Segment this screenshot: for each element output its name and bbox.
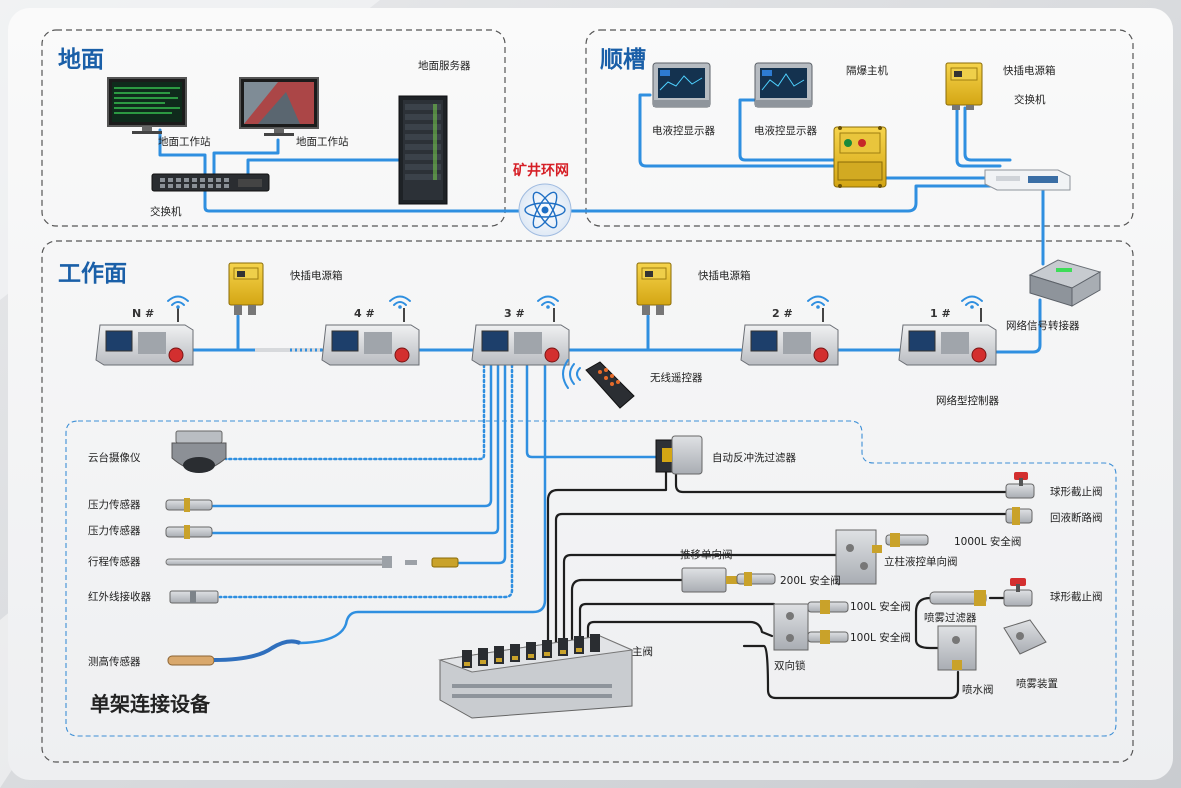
wifi-icon-4 — [389, 295, 411, 306]
safety-valve-100b-icon — [807, 630, 849, 644]
label-face-power1: 快插电源箱 — [290, 270, 343, 282]
wifi-icon-n — [167, 295, 189, 306]
label-push-valve: 推移单向阀 — [680, 549, 733, 561]
label-ground-ws1: 地面工作站 — [158, 136, 211, 148]
spray-device-icon — [1003, 619, 1047, 655]
label-safety-1000: 1000L 安全阀 — [954, 536, 1022, 548]
wifi-icon-1 — [961, 295, 983, 306]
label-face-power2: 快插电源箱 — [698, 270, 751, 282]
ground-frame — [41, 29, 506, 227]
pressure-sensor-icon-2 — [165, 525, 213, 539]
spray-filter-icon — [929, 590, 987, 606]
label-ground-server: 地面服务器 — [418, 60, 471, 72]
controller-icon-2 — [740, 308, 839, 366]
section-title-face: 工作面 — [58, 261, 127, 287]
label-safety-200: 200L 安全阀 — [780, 575, 841, 587]
mine-ring-network-label: 矿井环网 — [513, 163, 569, 179]
controller-number-4: 4 # — [354, 307, 375, 320]
display-icon-1 — [652, 62, 711, 108]
safety-valve-100a-icon — [807, 600, 849, 614]
return-valve-icon — [1005, 507, 1033, 525]
label-ground-ws2: 地面工作站 — [296, 136, 349, 148]
label-column-valve: 立柱液控单向阀 — [884, 556, 958, 568]
label-ir: 红外线接收器 — [88, 591, 151, 603]
atom-icon — [518, 183, 572, 237]
controller-icon-1 — [898, 308, 997, 366]
label-spray-valve: 喷水阀 — [962, 684, 994, 696]
label-face-remote: 无线遥控器 — [650, 372, 703, 384]
label-trough-host: 隔爆主机 — [846, 65, 888, 77]
label-pressure2: 压力传感器 — [88, 525, 141, 537]
power-box-icon-face-2 — [636, 262, 672, 315]
camera-icon — [171, 430, 227, 473]
spray-valve-icon — [937, 625, 977, 671]
section-title-ground: 地面 — [58, 47, 104, 73]
controller-number-2: 2 # — [772, 307, 793, 320]
safety-valve-1000-icon — [885, 533, 929, 547]
label-ball-valve2: 球形截止阀 — [1050, 591, 1103, 603]
controller-number-3: 3 # — [504, 307, 525, 320]
remote-icon — [585, 361, 635, 409]
label-face-net-adapter: 网络信号转接器 — [1006, 320, 1080, 332]
height-sensor-icon — [167, 639, 301, 666]
label-spray-filter: 喷雾过滤器 — [924, 612, 977, 624]
power-box-icon-trough — [945, 62, 983, 110]
push-valve-icon — [681, 567, 738, 593]
trough-frame — [585, 29, 1134, 227]
wifi-icon-remote — [562, 359, 581, 389]
label-two-way-lock: 双向锁 — [774, 660, 806, 672]
stroke-sensor-icon — [165, 556, 459, 568]
label-trough-display1: 电液控显示器 — [652, 125, 715, 137]
wifi-icon-3 — [537, 295, 559, 306]
label-trough-power: 快插电源箱 — [1003, 65, 1056, 77]
safety-valve-200-icon — [736, 572, 776, 586]
ball-valve-icon-1 — [1005, 472, 1035, 499]
controller-icon-3 — [471, 308, 570, 366]
pressure-sensor-icon-1 — [165, 498, 213, 512]
label-main-valve: 主阀 — [632, 646, 653, 658]
label-ball-valve1: 球形截止阀 — [1050, 486, 1103, 498]
label-stroke: 行程传感器 — [88, 556, 141, 568]
section-title-support: 单架连接设备 — [90, 692, 210, 716]
ball-valve-icon-2 — [1003, 578, 1033, 607]
wifi-icon-2 — [807, 295, 829, 306]
power-box-icon-face-1 — [228, 262, 264, 315]
monitor-icon-1 — [107, 77, 187, 134]
monitor-icon-2 — [239, 77, 319, 136]
label-ground-switch: 交换机 — [150, 206, 182, 218]
column-valve-icon — [835, 529, 882, 585]
explosion-proof-host-icon — [833, 126, 887, 188]
label-pressure1: 压力传感器 — [88, 499, 141, 511]
label-safety-100a: 100L 安全阀 — [850, 601, 911, 613]
switch-icon-ground — [151, 173, 270, 192]
label-face-net-controller: 网络型控制器 — [936, 395, 999, 407]
display-icon-2 — [754, 62, 813, 108]
net-adapter-icon — [1028, 259, 1102, 307]
controller-icon-4 — [321, 308, 420, 366]
backflush-filter-icon — [655, 435, 703, 475]
sensor-cables — [210, 363, 658, 645]
server-icon — [398, 95, 448, 205]
section-title-trough: 顺槽 — [600, 47, 646, 73]
face-frame — [41, 240, 1134, 763]
main-valve-icon — [438, 634, 634, 719]
switch-icon-trough — [984, 169, 1071, 191]
controller-icon-n — [95, 308, 194, 366]
label-return-valve: 回液断路阀 — [1050, 512, 1103, 524]
controller-number-n: N # — [132, 307, 155, 320]
label-spray-device: 喷雾装置 — [1016, 678, 1058, 690]
label-camera: 云台摄像仪 — [88, 452, 141, 464]
label-height: 测高传感器 — [88, 656, 141, 668]
label-trough-switch: 交换机 — [1014, 94, 1046, 106]
hydraulic-hoses — [546, 468, 1008, 700]
controller-number-1: 1 # — [930, 307, 951, 320]
label-trough-display2: 电液控显示器 — [754, 125, 817, 137]
label-filter: 自动反冲洗过滤器 — [712, 452, 796, 464]
two-way-lock-icon — [773, 603, 809, 651]
ir-receiver-icon — [169, 590, 219, 604]
label-safety-100b: 100L 安全阀 — [850, 632, 911, 644]
